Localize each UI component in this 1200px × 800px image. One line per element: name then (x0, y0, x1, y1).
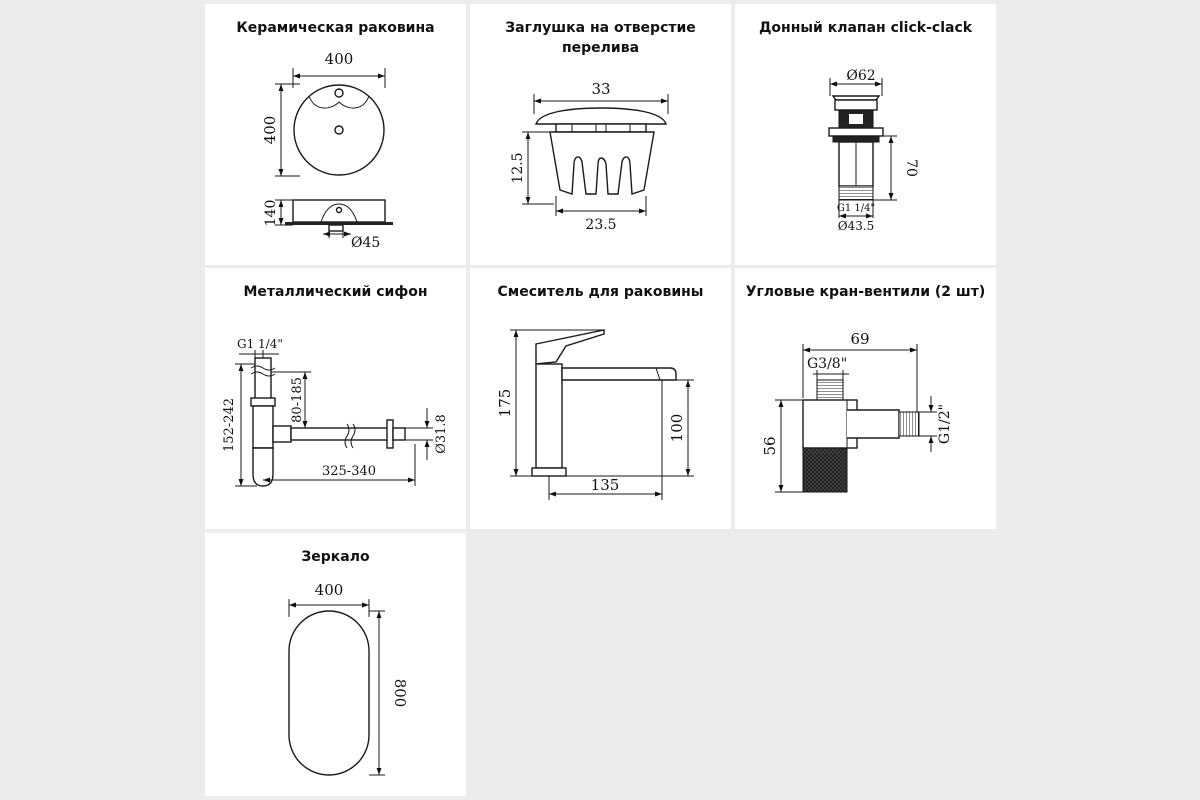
dim-thread-out: G1/2" (937, 404, 953, 444)
dim-width: 400 (325, 50, 354, 68)
valve-thread (838, 185, 874, 201)
panel-title: Керамическая раковина (236, 20, 435, 36)
siphon-bottle (252, 447, 274, 487)
siphon-horizontal-pipe (290, 427, 392, 441)
mirror-outline (288, 610, 370, 776)
drain-valve-drawing: Ø62 70 G1 1/4" Ø43.5 (828, 68, 919, 233)
dim-depth: 140 (263, 200, 279, 227)
cap-dome (535, 107, 667, 125)
dim-thread: G1 1/4" (837, 203, 875, 214)
mirror-drawing: 400 800 (288, 581, 409, 776)
faucet-spout (561, 367, 677, 381)
dim-spout-height: 100 (668, 414, 686, 443)
basin-drain (328, 224, 344, 232)
valve-inlet-thread (816, 379, 844, 401)
dim-top: 33 (591, 80, 610, 98)
panel-drain-valve: Донный клапан click-clack Ø62 70 G1 1/4"… (735, 4, 996, 265)
dim-height: 800 (391, 679, 409, 708)
dim-height: 175 (496, 389, 514, 418)
basin-drawing: 400 400 140 Ø45 (261, 50, 393, 251)
siphon-nut (250, 397, 276, 407)
dim-range: 80-185 (290, 377, 305, 423)
siphon-wall-flange (386, 419, 394, 449)
panel-title: Зеркало (301, 549, 370, 565)
dim-reach: 135 (591, 476, 620, 494)
overflow-cap-drawing: 33 12.5 23.5 (510, 80, 669, 233)
dim-width: 400 (315, 581, 344, 599)
dim-height: 56 (761, 436, 779, 455)
valve-outlet-thread (898, 411, 920, 437)
panel-title: Смеситель для раковины (497, 284, 704, 300)
basin-countertop (285, 222, 393, 225)
cap-prongs (549, 131, 655, 195)
panel-overflow-cap: Заглушка на отверстие перелива 33 12.5 2… (470, 4, 731, 265)
faucet-handle (535, 329, 605, 365)
panel-faucet: Смеситель для раковины 175 100 135 (470, 268, 731, 529)
siphon-drawing: G1 1/4" 152-242 80-185 Ø31.8 325-3 (222, 337, 449, 487)
panel-title: Угловые кран-вентили (2 шт) (745, 284, 986, 300)
dim-thread: G1 1/4" (237, 337, 283, 351)
panel-angle-valves: Угловые кран-вентили (2 шт) 69 G3/8" 56 … (735, 268, 996, 529)
dim-length: 325-340 (322, 464, 376, 479)
dim-base: Ø43.5 (838, 219, 875, 233)
panel-title: Металлический сифон (243, 284, 428, 300)
panel-title: Заглушка на отверстие перелива (505, 20, 696, 56)
basin-drain-hole (334, 125, 344, 135)
dim-bottom: 23.5 (585, 217, 616, 233)
dim-pipe: Ø31.8 (434, 414, 449, 454)
dim-height: 70 (903, 159, 919, 177)
basin-deck (308, 95, 370, 109)
panel-siphon: Металлический сифон G1 1/4" 152-242 80-1… (205, 268, 466, 529)
valve-knurled-handle (802, 447, 848, 493)
dim-thread-in: G3/8" (807, 356, 847, 372)
dim-cap: Ø62 (846, 68, 875, 84)
dim-length: 69 (850, 330, 869, 348)
panel-mirror: Зеркало 400 800 (205, 533, 466, 796)
angle-valves-drawing: 69 G3/8" 56 G1/2" (761, 330, 953, 493)
faucet-drawing: 175 100 135 (496, 329, 694, 500)
dim-drain: Ø45 (351, 235, 380, 251)
panel-title: Донный клапан click-clack (758, 20, 973, 36)
dim-height: 152-242 (222, 398, 237, 452)
panel-ceramic-basin: Керамическая раковина 400 400 140 Ø45 (205, 4, 466, 265)
dim-height: 12.5 (510, 152, 526, 183)
dim-height: 400 (261, 116, 279, 145)
faucet-base (531, 467, 567, 477)
faucet-body (535, 363, 563, 469)
valve-flange (828, 127, 884, 137)
